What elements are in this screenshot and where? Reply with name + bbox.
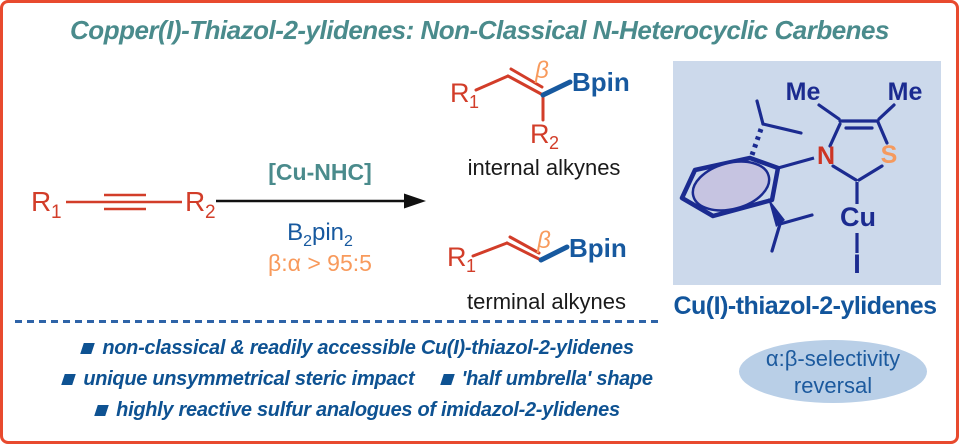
copper-label: Cu: [840, 202, 876, 232]
n-aryl-bond: [777, 156, 815, 170]
badge-line-1: α:β-selectivity: [765, 346, 901, 371]
r1-vinyl-bond: [474, 74, 510, 92]
methyl-right-label: Me: [888, 78, 923, 106]
bullet-line-1: non-classical & readily accessible Cu(I)…: [7, 333, 709, 364]
internal-product-structure: R 1 R 2 β Bpin: [450, 58, 630, 153]
aromatic-ellipse: [691, 160, 771, 212]
catalyst-caption: Cu(I)-thiazol-2-ylidenes: [673, 292, 937, 320]
page-title: Copper(I)-Thiazol-2-ylidenes: Non-Classi…: [70, 15, 889, 45]
r2-subscript: 2: [549, 133, 559, 153]
isopropyl-bottom: [770, 213, 814, 253]
selectivity-badge: α:β-selectivity reversal: [739, 340, 927, 403]
bullet-line-2: unique unsymmetrical steric impact 'half…: [7, 364, 709, 395]
boron-bond: [540, 79, 573, 98]
r2-subscript: 2: [205, 202, 216, 223]
reagent-label: B2pin2: [225, 219, 415, 251]
bullet-square-icon: [80, 343, 96, 354]
r1-label: R: [447, 242, 467, 272]
double-bond-inner: [508, 235, 541, 255]
bullet-square-icon: [439, 374, 455, 385]
methyl-left-label: Me: [786, 78, 821, 106]
double-bond-main: [506, 74, 545, 97]
r1-subscript: 1: [51, 202, 62, 223]
double-bond-main: [505, 241, 543, 262]
terminal-product-structure: R 1 β Bpin: [447, 227, 627, 276]
internal-alkynes-label: internal alkynes: [467, 155, 621, 180]
bpin-label: Bpin: [572, 67, 630, 97]
r1-subscript: 1: [469, 92, 479, 112]
beta-position-label: β: [534, 58, 549, 84]
bullet-text: 'half umbrella' shape: [461, 368, 653, 390]
beta-position-label: β: [536, 227, 551, 254]
key-points: non-classical & readily accessible Cu(I)…: [7, 333, 709, 426]
bpin-label: Bpin: [569, 233, 627, 263]
sulfur-label: S: [881, 141, 898, 169]
r1-label: R: [31, 186, 51, 217]
catalyst-structure-box: Me Me N S Cu I: [673, 61, 941, 285]
badge-line-2: reversal: [793, 373, 873, 398]
dashed-separator: [15, 320, 661, 324]
terminal-alkynes-label: terminal alkynes: [467, 289, 626, 314]
iodide-label: I: [853, 249, 861, 279]
nitrogen-label: N: [817, 142, 835, 170]
reagent-pin: pin: [311, 219, 345, 246]
bullet-square-icon: [61, 374, 77, 385]
double-bond-inner: [509, 67, 544, 89]
r2-label: R: [530, 119, 550, 149]
reaction-arrow: [216, 193, 426, 209]
r1-label: R: [450, 78, 470, 108]
bullet-text: non-classical & readily accessible Cu(I)…: [102, 337, 634, 359]
isopropyl-top: [749, 99, 803, 156]
hashed-wedge-bond: [749, 128, 764, 156]
catalyst-condition-label: [Cu-NHC]: [268, 159, 372, 185]
bullet-square-icon: [94, 405, 109, 416]
arrow-head: [404, 193, 426, 209]
alkyne-reactant-structure: R 1 R 2: [31, 186, 216, 223]
r1-vinyl-bond: [471, 241, 509, 258]
reagent-sub2: 2: [344, 232, 353, 250]
thiazole-ring: [817, 103, 896, 182]
bold-wedge-bond: [768, 198, 785, 227]
r2-label: R: [185, 186, 205, 217]
bullet-line-3: highly reactive sulfur analogues of imid…: [7, 395, 709, 426]
selectivity-ratio-label: β:α > 95:5: [268, 250, 372, 276]
reagent-sub1: 2: [303, 232, 312, 250]
bullet-text: highly reactive sulfur analogues of imid…: [116, 399, 620, 421]
catalyst-structure: Me Me N S Cu I: [679, 78, 923, 279]
bullet-text: unique unsymmetrical steric impact: [83, 368, 415, 390]
boron-bond: [538, 244, 570, 263]
reagent-b: B: [287, 219, 304, 246]
r1-subscript: 1: [466, 256, 476, 276]
